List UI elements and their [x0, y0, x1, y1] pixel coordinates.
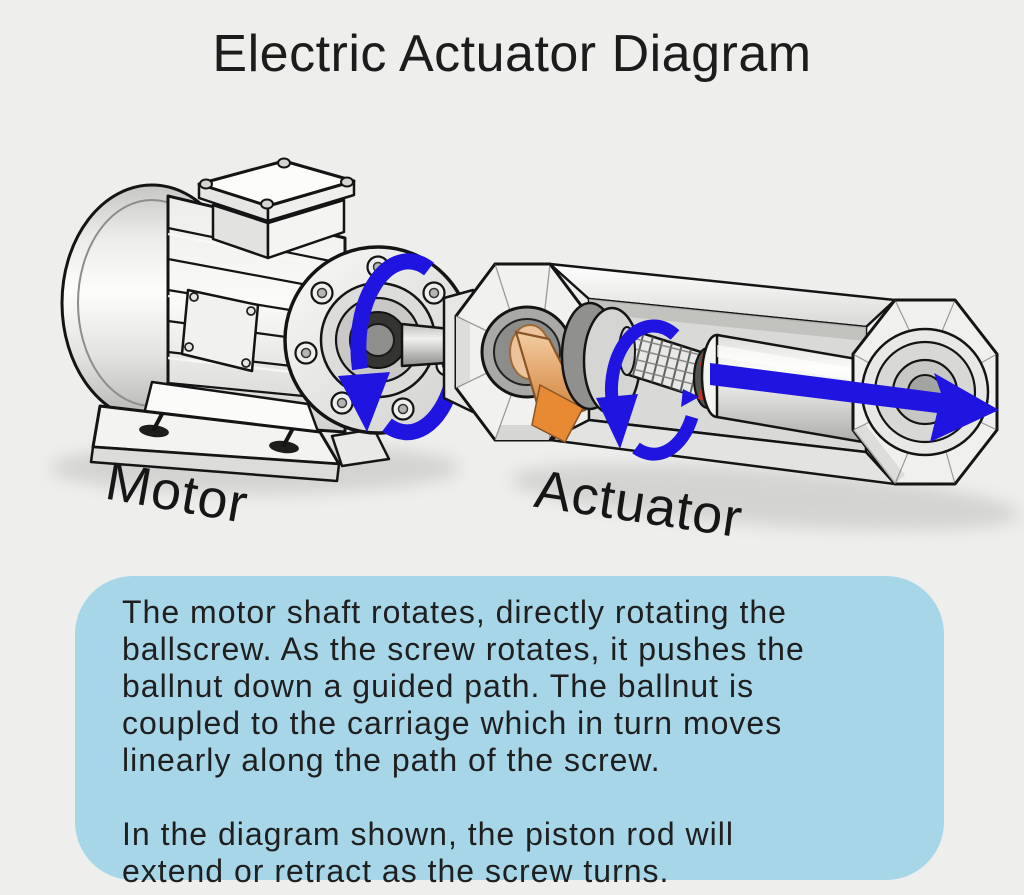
- actuator-illustration: [442, 262, 999, 486]
- motor-illustration: [60, 157, 473, 483]
- extension-arrow-icon: [710, 363, 999, 442]
- ballscrew-rotation-arrow-icon: [596, 319, 699, 461]
- motor-mounting-feet: [89, 380, 391, 483]
- page-title: Electric Actuator Diagram: [212, 25, 812, 83]
- description-box: The motor shaft rotates, directly rotati…: [75, 576, 944, 889]
- motor-junction-plate: [180, 288, 260, 373]
- ballnut-mini-arrow-icon: [681, 389, 699, 407]
- motor-terminal-box: [197, 157, 356, 260]
- description-paragraph-1: The motor shaft rotates, directly rotati…: [122, 594, 805, 778]
- description-paragraph-2: In the diagram shown, the piston rod wil…: [122, 816, 734, 889]
